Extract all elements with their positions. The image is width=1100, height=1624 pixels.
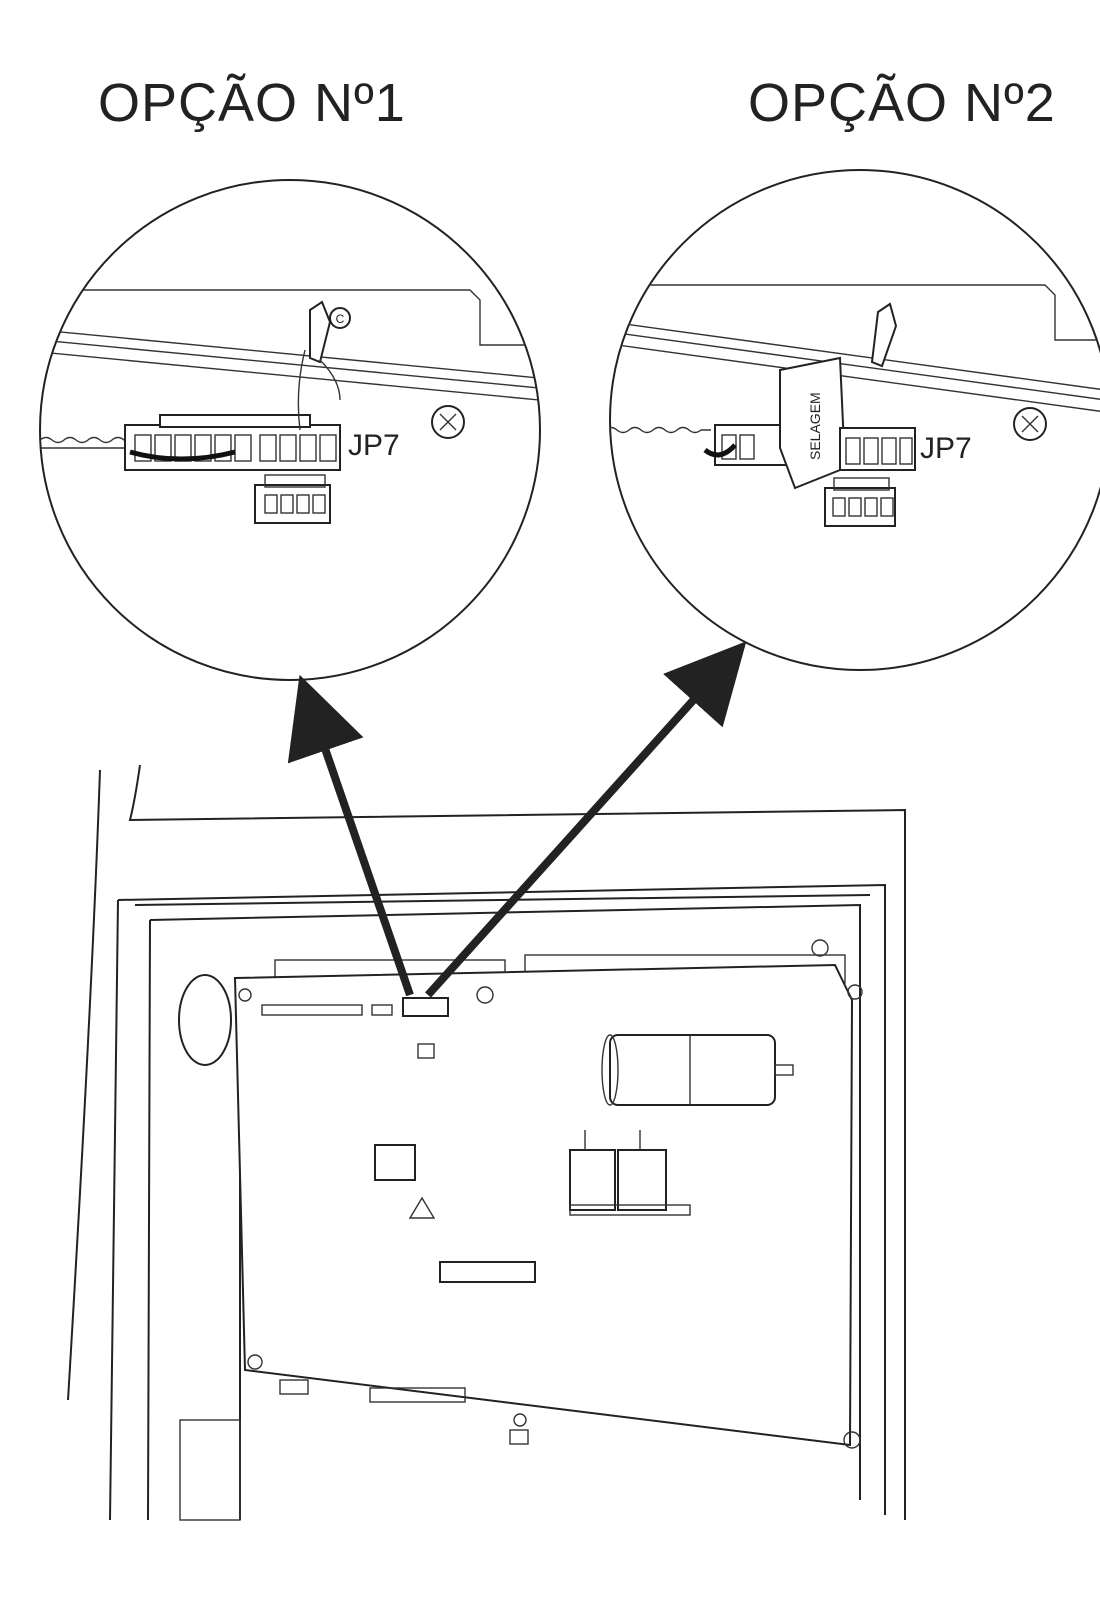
speaker (178, 974, 232, 1066)
relays (569, 1130, 691, 1216)
seal-label: SELAGEM (807, 392, 823, 460)
option-1-title: OPÇÃO Nº1 (98, 73, 406, 133)
jumper-label: C (336, 312, 345, 326)
dip-switch (824, 477, 896, 527)
socket (439, 1261, 536, 1283)
circuit-board (233, 963, 863, 1449)
warning-triangle-icon (408, 1196, 436, 1219)
capacitor (601, 1034, 794, 1106)
jp7-connector (124, 414, 341, 471)
pointer-arrows (287, 641, 747, 998)
jumper-lever: C (297, 300, 351, 431)
option-2-detail-circle: SELAGEM JP7 (609, 169, 1100, 671)
jp7-label-1: JP7 (348, 429, 400, 462)
chip (374, 1144, 416, 1181)
jp7-connector-2 (839, 427, 916, 471)
screw-icon (431, 405, 465, 439)
option-2-title: OPÇÃO Nº2 (748, 73, 1056, 133)
screw-icon (1013, 407, 1047, 441)
option-1-detail-circle: C JP7 (39, 179, 541, 681)
jp7-label-2: JP7 (920, 432, 972, 465)
arrow-to-option-2 (425, 641, 747, 998)
seal-tag: SELAGEM (779, 356, 847, 490)
dip-switch (254, 474, 331, 524)
arrow-to-option-1 (287, 674, 414, 997)
